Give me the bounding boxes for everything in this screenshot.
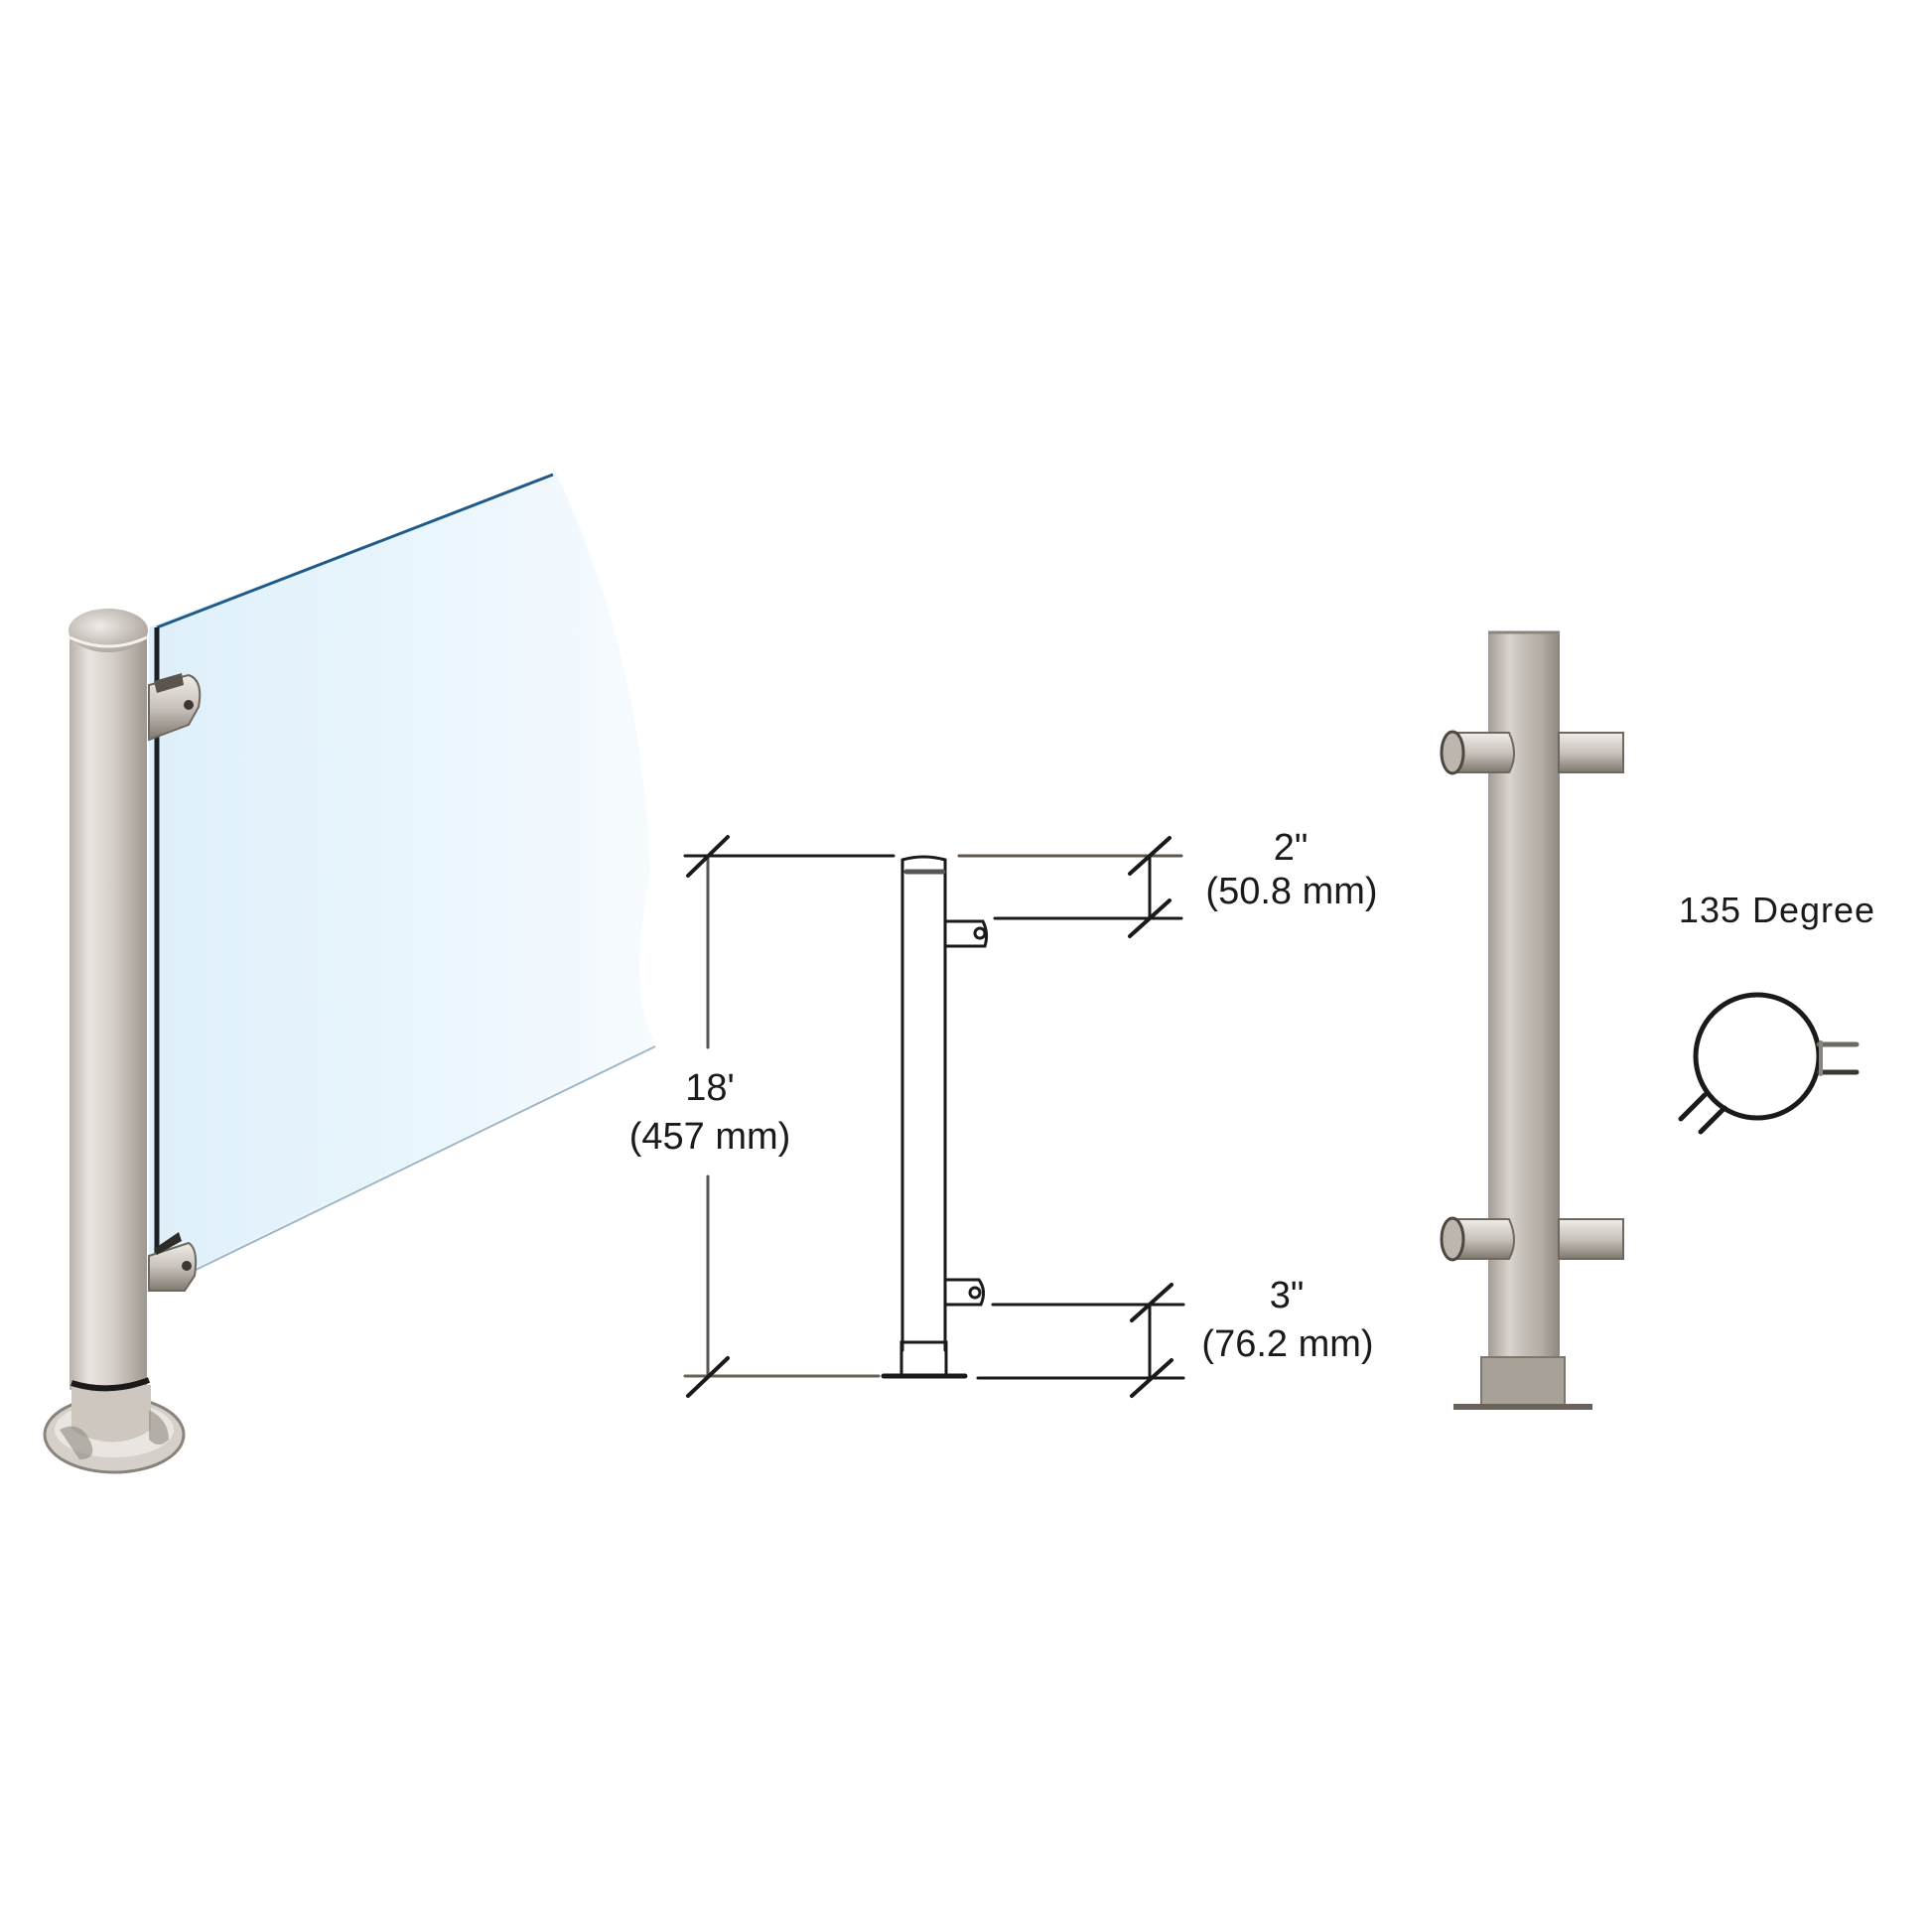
round-base-flange xyxy=(43,1377,186,1474)
square-base-post xyxy=(1440,630,1624,1410)
bottom-offset-metric: (76.2 mm) xyxy=(1201,1323,1374,1365)
glass-panel xyxy=(149,467,656,1291)
top-offset-metric: (50.8 mm) xyxy=(1205,871,1378,912)
bottom-offset-imperial: 3" xyxy=(1269,1275,1305,1316)
total-height-metric: (457 mm) xyxy=(628,1116,791,1158)
top-offset-imperial: 2" xyxy=(1273,827,1309,869)
lower-glass-clamp xyxy=(148,1232,198,1292)
upper-glass-clamp xyxy=(148,673,202,742)
round-post xyxy=(69,609,148,1390)
total-height-imperial: 18' xyxy=(685,1067,735,1109)
angle-label: 135 Degree xyxy=(1678,890,1876,930)
